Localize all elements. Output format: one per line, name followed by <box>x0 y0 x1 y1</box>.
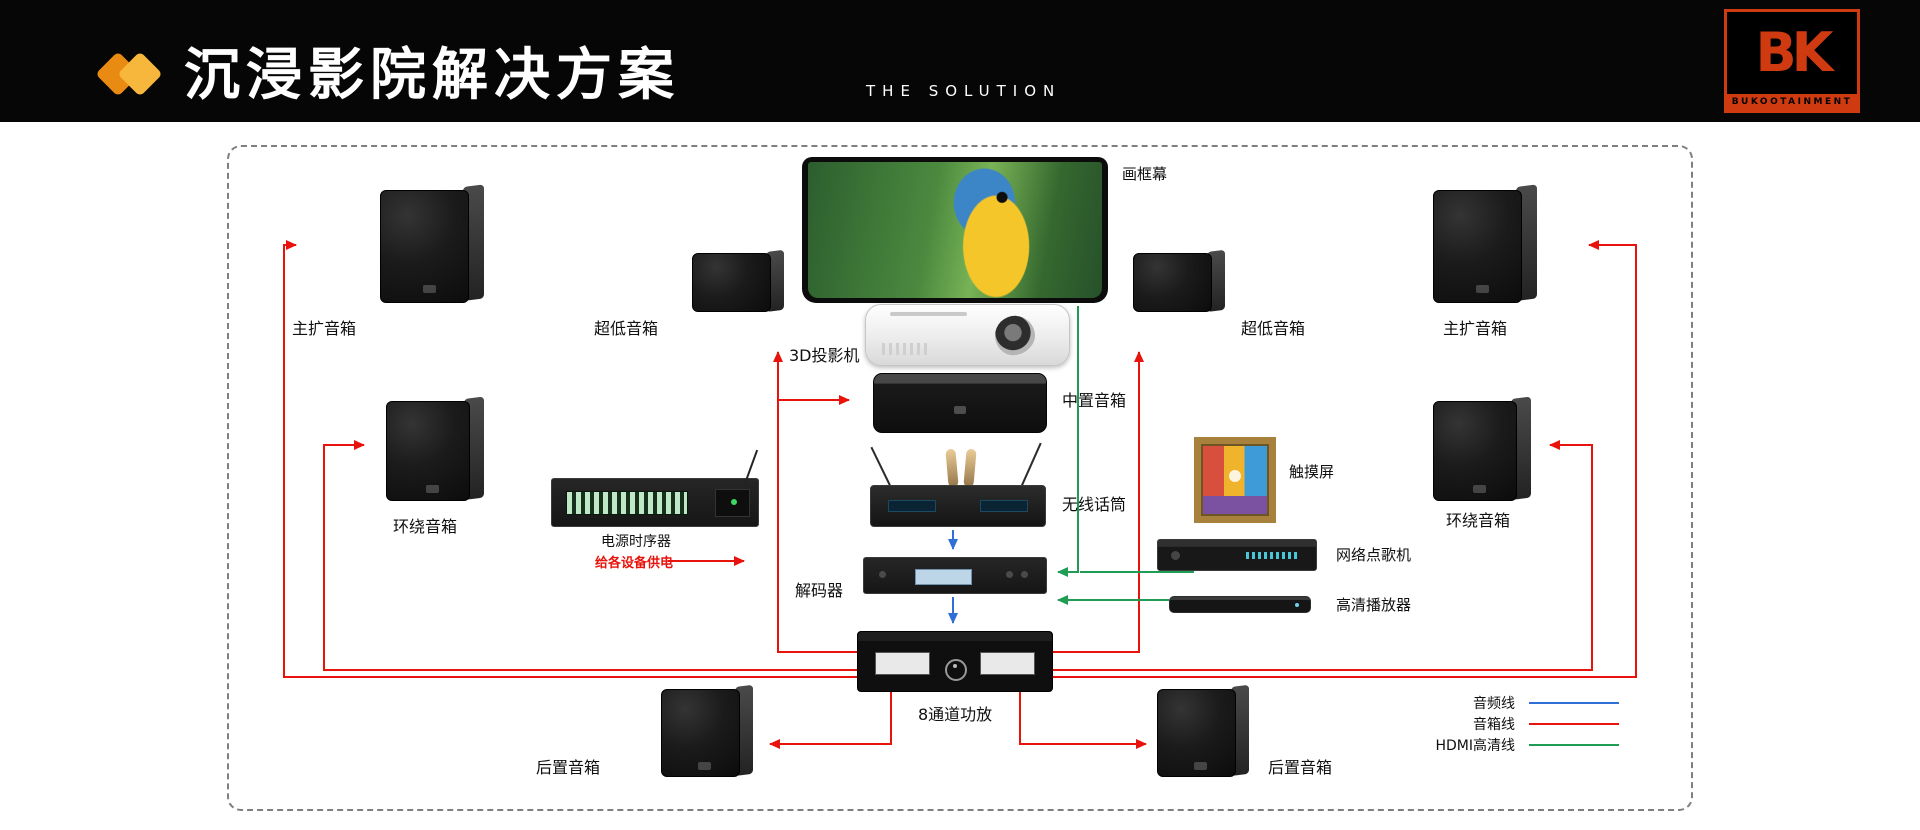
mic-receiver <box>870 485 1046 527</box>
projector-lens-icon <box>994 315 1035 356</box>
hd-player-label: 高清播放器 <box>1336 596 1412 614</box>
screen-image-parrot <box>808 162 1102 298</box>
power-timer <box>551 449 759 527</box>
hd-player <box>1169 596 1311 613</box>
amplifier-power-dot <box>953 663 957 668</box>
mic-receiver-display <box>980 500 1028 512</box>
screen-label: 画框幕 <box>1122 165 1168 183</box>
projector-slot <box>890 312 968 316</box>
subwoofer-right-label: 超低音箱 <box>1241 319 1306 338</box>
speaker-badge <box>1476 285 1489 294</box>
speaker-front <box>661 688 741 778</box>
legend-line-hdmi <box>1529 743 1619 746</box>
legend: 音频线 音箱线 HDMI高清线 <box>1405 692 1619 755</box>
main-speaker-left-label: 主扩音箱 <box>292 319 357 338</box>
microphone-icon <box>945 448 960 488</box>
decoder-display <box>914 568 972 585</box>
antenna-right-icon <box>1020 442 1042 488</box>
timer-display <box>566 491 688 515</box>
speaker-badge <box>1194 761 1207 770</box>
karaoke-machine <box>1157 539 1317 571</box>
hd-player-led <box>1294 602 1299 607</box>
karaoke-knob <box>1170 550 1180 560</box>
subwoofer-left <box>692 249 784 313</box>
legend-label: HDMI高清线 <box>1435 737 1515 754</box>
center-speaker <box>873 373 1047 433</box>
antenna-left-icon <box>870 446 892 488</box>
touch-screen <box>1194 437 1276 523</box>
wireless-mic-set <box>870 442 1046 527</box>
center-speaker-badge <box>954 405 966 414</box>
touch-screen-dot <box>1229 469 1241 482</box>
header-bar: 沉浸影院解决方案 THE SOLUTION BK BUKOOTAINMENT <box>0 0 1920 122</box>
amplifier-window-left <box>875 652 930 676</box>
decoder-knob <box>1006 571 1014 579</box>
projector-vent <box>882 343 931 355</box>
amplifier-logo-icon <box>945 659 967 682</box>
bk-logo-brand: BUKOOTAINMENT <box>1727 94 1857 110</box>
rear-speaker-left-label: 后置音箱 <box>536 758 601 777</box>
rear-speaker-right-label: 后置音箱 <box>1268 758 1333 777</box>
page-subtitle: THE SOLUTION <box>866 82 1062 100</box>
rear-speaker-right <box>1157 684 1249 778</box>
decoder <box>863 557 1047 594</box>
center-speaker-label: 中置音箱 <box>1062 391 1127 410</box>
decoder-knob <box>1020 571 1028 579</box>
legend-row-audio: 音频线 <box>1405 692 1619 713</box>
microphone-icon <box>963 448 977 488</box>
karaoke-display <box>1246 552 1301 559</box>
main-speaker-right <box>1433 184 1537 304</box>
speaker-badge <box>1473 484 1486 493</box>
speaker-front <box>692 252 772 313</box>
surround-speaker-left <box>386 396 484 502</box>
decoder-label: 解码器 <box>795 581 844 600</box>
surround-speaker-right <box>1433 396 1531 502</box>
touch-screen-label: 触摸屏 <box>1289 463 1335 481</box>
power-timer-note: 给各设备供电 <box>595 556 674 571</box>
brand-diamond-icon <box>95 51 176 98</box>
legend-row-speaker: 音箱线 <box>1405 713 1619 734</box>
main-speaker-right-label: 主扩音箱 <box>1443 319 1508 338</box>
karaoke-label: 网络点歌机 <box>1336 546 1412 564</box>
page-title: 沉浸影院解决方案 <box>184 43 680 108</box>
subwoofer-right <box>1133 249 1225 313</box>
bk-logo: BK BUKOOTAINMENT <box>1724 9 1860 113</box>
mic-receiver-display <box>888 500 936 512</box>
amplifier-top-strip <box>858 632 1052 641</box>
legend-label: 音频线 <box>1473 695 1515 712</box>
bk-logo-letters: BK <box>1755 21 1833 85</box>
projector <box>865 304 1070 366</box>
wireless-mic-label: 无线话筒 <box>1062 495 1127 514</box>
amplifier <box>857 631 1053 692</box>
speaker-badge <box>423 285 436 294</box>
power-timer-label: 电源时序器 <box>601 534 671 550</box>
speaker-front <box>1133 252 1213 313</box>
main-speaker-left <box>380 184 484 304</box>
surround-speaker-right-label: 环绕音箱 <box>1446 511 1511 530</box>
legend-line-speaker <box>1529 722 1619 725</box>
legend-line-audio <box>1529 701 1619 704</box>
amplifier-label: 8通道功放 <box>918 705 993 724</box>
rear-speaker-left <box>661 684 753 778</box>
subwoofer-left-label: 超低音箱 <box>594 319 659 338</box>
amplifier-window-right <box>980 652 1035 676</box>
speaker-badge <box>698 761 711 770</box>
projector-label: 3D投影机 <box>789 346 860 365</box>
surround-speaker-left-label: 环绕音箱 <box>393 517 458 536</box>
legend-label: 音箱线 <box>1473 716 1515 733</box>
speaker-badge <box>426 484 439 493</box>
legend-row-hdmi: HDMI高清线 <box>1405 734 1619 755</box>
projection-screen <box>802 157 1108 303</box>
decoder-knob <box>878 571 886 579</box>
